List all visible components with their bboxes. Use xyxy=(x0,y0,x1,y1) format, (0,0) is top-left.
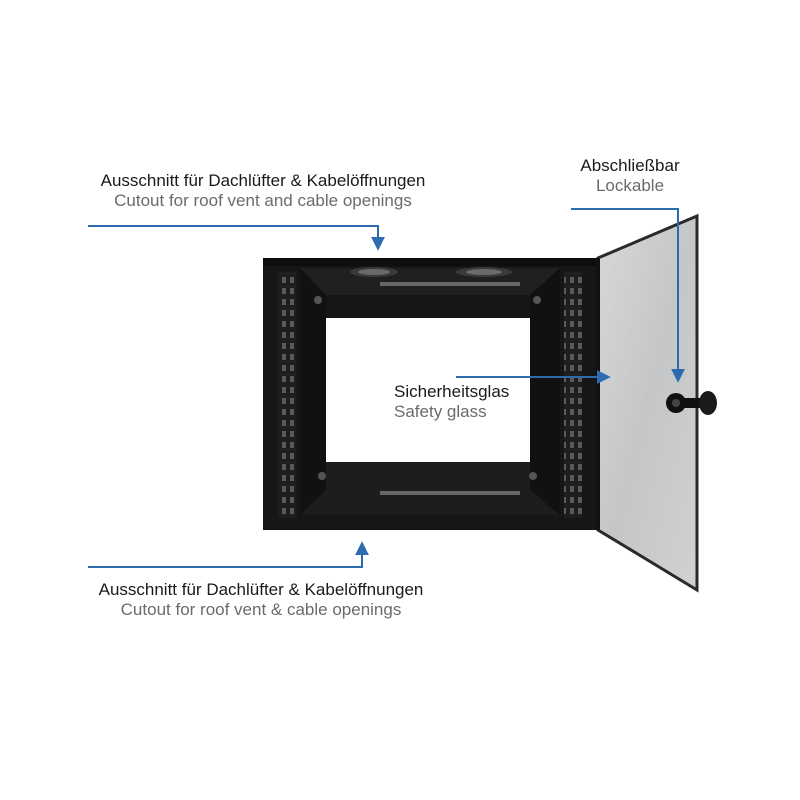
label-de: Ausschnitt für Dachlüfter & Kabelöffnung… xyxy=(100,171,426,190)
callout-label-bottom-left: Ausschnitt für Dachlüfter & Kabelöffnung… xyxy=(0,580,522,619)
callout-label-top-left: Ausschnitt für Dachlüfter & Kabelöffnung… xyxy=(0,171,526,210)
roof-vent-fan-icon xyxy=(350,267,398,277)
label-en: Cutout for roof vent and cable openings xyxy=(114,190,412,210)
label-en: Safety glass xyxy=(394,401,487,421)
rack-rail-left xyxy=(278,272,296,518)
label-en: Lockable xyxy=(595,175,665,195)
callout-arrow-top-left xyxy=(88,225,385,251)
callout-label-center: Sicherheitsglas Safety glass xyxy=(394,382,509,421)
key-lock-icon xyxy=(666,391,717,415)
callout-label-top-right: Abschließbar Lockable xyxy=(565,156,695,195)
callout-arrow-top-right xyxy=(571,208,685,383)
glass-door xyxy=(596,213,699,593)
roof-vent-fan-icon xyxy=(456,267,512,277)
label-de: Ausschnitt für Dachlüfter & Kabelöffnung… xyxy=(98,580,424,599)
callout-arrow-bottom-left xyxy=(88,541,369,568)
label-en: Cutout for roof vent & cable openings xyxy=(120,599,402,619)
cabinet-body xyxy=(263,258,598,530)
label-de: Sicherheitsglas xyxy=(394,382,510,401)
rack-rail-right xyxy=(564,272,582,518)
label-de: Abschließbar xyxy=(580,156,680,175)
